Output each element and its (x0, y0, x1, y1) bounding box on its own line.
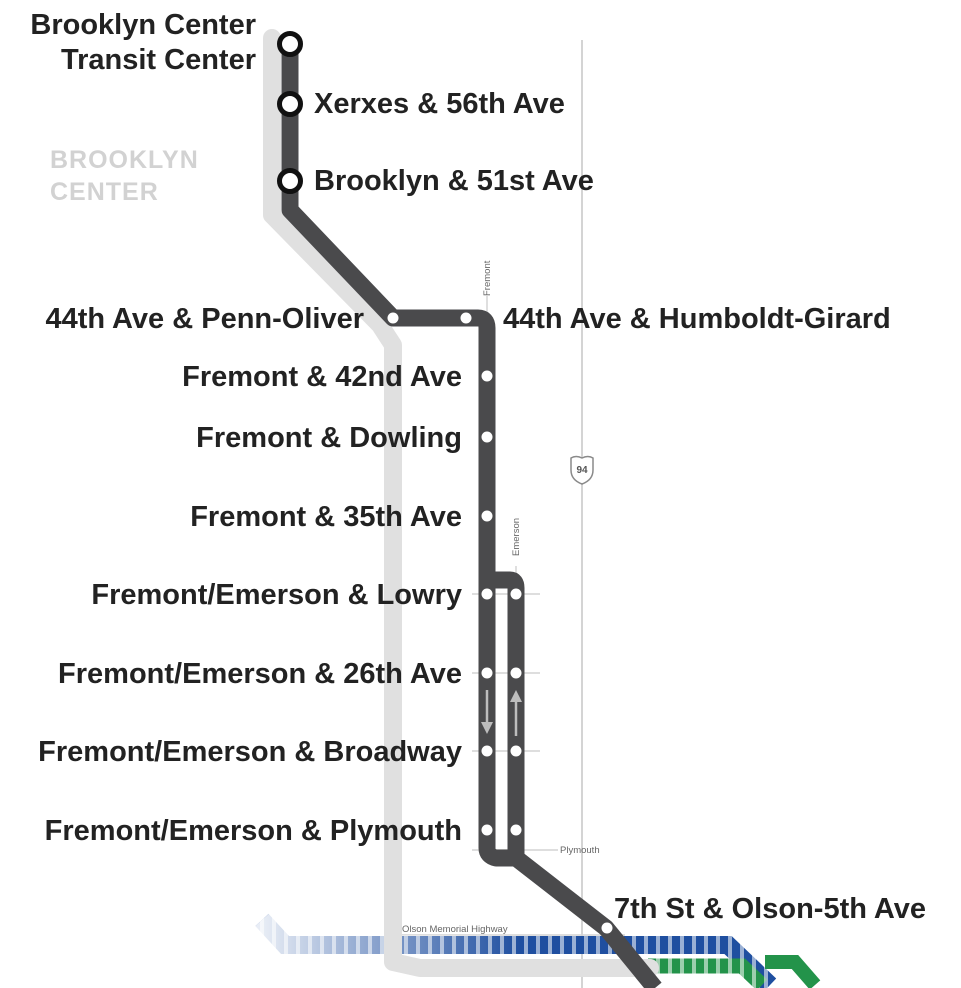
route-casing (263, 29, 659, 977)
station-stop-icon[interactable] (510, 824, 522, 836)
area-label-line: CENTER (50, 178, 159, 206)
station-label-fremont-emerson-26th[interactable]: Fremont/Emerson & 26th Ave (58, 658, 462, 690)
interstate-shield-number: 94 (576, 465, 588, 476)
arrow-up-icon (510, 690, 522, 736)
station-label-7th-olson-5th[interactable]: 7th St & Olson-5th Ave (614, 893, 926, 925)
station-stop-icon[interactable] (460, 312, 472, 324)
station-markers (277, 31, 613, 934)
street-label-emerson: Emerson (511, 518, 522, 556)
station-stop-icon[interactable] (481, 510, 493, 522)
station-label-xerxes-56th[interactable]: Xerxes & 56th Ave (314, 88, 565, 120)
station-stop-icon[interactable] (510, 667, 522, 679)
arrow-down-icon (481, 690, 493, 734)
station-label-44th-penn-oliver[interactable]: 44th Ave & Penn-Oliver (45, 303, 364, 335)
station-stop-icon[interactable] (481, 667, 493, 679)
street-label-plymouth: Plymouth (560, 845, 600, 856)
station-stop-icon[interactable] (510, 588, 522, 600)
station-label-fremont-dowling[interactable]: Fremont & Dowling (196, 422, 462, 454)
light-rail-lines (254, 913, 821, 988)
station-label-fremont-emerson-broadway[interactable]: Fremont/Emerson & Broadway (38, 736, 462, 768)
station-stop-icon[interactable] (481, 370, 493, 382)
street-label-fremont: Fremont (482, 260, 493, 296)
area-label-brooklyn-center: BROOKLYN CENTER (50, 146, 199, 206)
station-stop-icon[interactable] (481, 745, 493, 757)
station-stop-icon[interactable] (387, 312, 399, 324)
station-stop-icon[interactable] (277, 168, 303, 194)
station-stop-icon[interactable] (481, 588, 493, 600)
station-label-brooklyn-center-transit-center-line2[interactable]: Transit Center (61, 44, 256, 76)
green-line-track-east (765, 955, 821, 988)
station-stop-icon[interactable] (510, 745, 522, 757)
station-label-44th-humboldt-girard[interactable]: 44th Ave & Humboldt-Girard (503, 303, 891, 335)
station-label-brooklyn-51st[interactable]: Brooklyn & 51st Ave (314, 165, 594, 197)
street-labels: Fremont Emerson Plymouth Olson Memorial … (402, 260, 600, 935)
station-stop-icon[interactable] (481, 824, 493, 836)
direction-arrows (481, 690, 522, 736)
station-label-brooklyn-center-transit-center[interactable]: Brooklyn Center (30, 9, 256, 41)
terminal-stop-icon[interactable] (277, 31, 303, 57)
station-labels: Brooklyn Center Transit Center Xerxes & … (30, 9, 926, 925)
station-stop-icon[interactable] (481, 431, 493, 443)
street-label-olson: Olson Memorial Highway (402, 924, 508, 935)
station-label-fremont-42nd[interactable]: Fremont & 42nd Ave (182, 361, 462, 393)
station-stop-icon[interactable] (601, 922, 613, 934)
station-stop-icon[interactable] (277, 91, 303, 117)
station-label-fremont-emerson-lowry[interactable]: Fremont/Emerson & Lowry (91, 579, 462, 611)
station-label-fremont-35th[interactable]: Fremont & 35th Ave (190, 501, 462, 533)
area-label-line: BROOKLYN (50, 146, 199, 174)
route-line (281, 44, 662, 988)
interstate-94-shield-icon: 94 (570, 455, 594, 485)
station-label-fremont-emerson-plymouth[interactable]: Fremont/Emerson & Plymouth (45, 815, 462, 847)
green-line-track (648, 958, 768, 988)
